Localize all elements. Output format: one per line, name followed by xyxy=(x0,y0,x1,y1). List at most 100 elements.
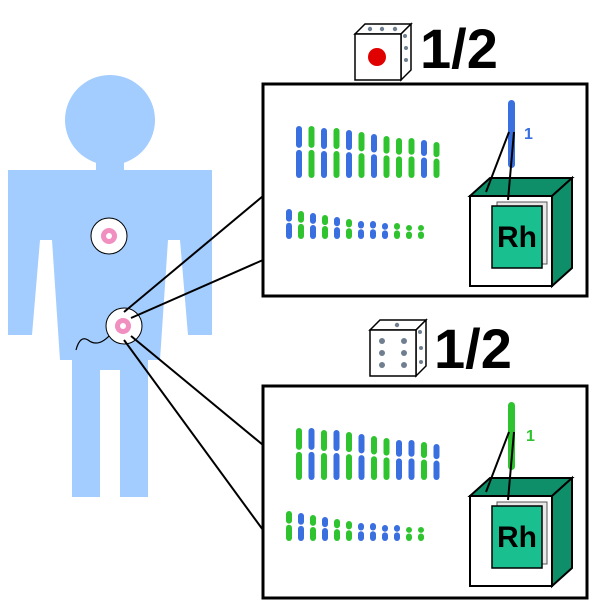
chromosome xyxy=(286,524,292,541)
chromosome xyxy=(346,454,352,480)
chromosome xyxy=(358,132,365,152)
chromosome xyxy=(321,128,327,149)
chromosome xyxy=(296,428,302,450)
chromosome xyxy=(371,436,377,455)
zoom-lines-bottom xyxy=(485,431,515,501)
chromosome xyxy=(433,142,440,158)
chromosome xyxy=(298,223,304,239)
chromosome xyxy=(371,134,377,153)
chromosome xyxy=(358,434,365,454)
chromosome xyxy=(396,138,402,155)
chromosome xyxy=(408,138,415,155)
chromosomes-top-row1 xyxy=(296,126,440,178)
chromosome xyxy=(321,453,327,480)
chromosome xyxy=(358,153,365,178)
chromosome xyxy=(358,523,364,531)
chromosome xyxy=(382,532,388,541)
chromosome xyxy=(421,442,427,458)
chromosome xyxy=(421,140,427,156)
chromosome xyxy=(333,151,340,178)
rh-locus-box-top: Rh xyxy=(467,175,575,289)
chromosome xyxy=(346,530,352,541)
chromosome xyxy=(383,438,390,456)
chromosome xyxy=(396,440,402,457)
chromosome xyxy=(346,130,352,151)
chromosome xyxy=(308,149,315,178)
chromosome xyxy=(418,533,424,541)
chromosome xyxy=(370,523,376,531)
die-six-icon xyxy=(368,318,428,378)
connector-lines xyxy=(123,195,264,531)
chromosome xyxy=(382,230,388,239)
probability-top: 1/2 xyxy=(420,17,498,80)
chromosome xyxy=(406,225,412,231)
chromosome xyxy=(334,529,340,541)
probability-bottom: 1/2 xyxy=(434,317,512,380)
chromosome xyxy=(308,126,315,148)
chromosome xyxy=(394,532,400,541)
chromosome xyxy=(370,229,376,239)
chromosome xyxy=(358,531,364,541)
chromosome xyxy=(333,128,340,149)
chromosome xyxy=(333,430,340,451)
chromosome xyxy=(286,209,292,222)
chromosome xyxy=(346,152,352,178)
chromosome xyxy=(408,440,415,457)
upper-cell xyxy=(90,217,128,255)
rh-label-bottom: Rh xyxy=(497,521,537,554)
chromosome-1-bottom xyxy=(508,402,515,470)
chromosome xyxy=(418,231,424,239)
chromosome xyxy=(396,458,402,480)
chromosome xyxy=(322,226,328,239)
chromosome xyxy=(406,231,412,239)
chromosome xyxy=(370,221,376,229)
chromosome xyxy=(334,519,340,529)
chromosome xyxy=(382,223,388,230)
chromosome xyxy=(406,527,412,533)
chromosome xyxy=(394,525,400,532)
chromosome xyxy=(298,211,304,223)
chromosome xyxy=(286,222,292,239)
chromosome xyxy=(408,458,415,480)
die-red-dot-icon xyxy=(353,22,413,82)
chromosome xyxy=(358,221,364,229)
chromosome xyxy=(396,156,402,178)
chromosome xyxy=(421,157,427,178)
chromosome xyxy=(383,136,390,154)
chromosome xyxy=(296,126,302,148)
chromosome xyxy=(394,230,400,239)
chromosome xyxy=(310,224,316,239)
chromosome xyxy=(322,517,328,528)
chromosome xyxy=(310,213,316,224)
chromosome xyxy=(308,451,315,480)
chromosome xyxy=(408,156,415,178)
chromosome xyxy=(382,525,388,532)
chromosome xyxy=(298,513,304,525)
chromosome xyxy=(322,528,328,541)
chromosome xyxy=(310,526,316,541)
chromosome xyxy=(310,515,316,526)
chromosome xyxy=(346,219,352,228)
chromosomes-bottom-row2 xyxy=(286,511,424,541)
chromosome xyxy=(296,149,302,178)
chromosome xyxy=(383,457,390,480)
chromosome xyxy=(406,533,412,541)
chromosome-label-top: 1 xyxy=(524,126,533,143)
chromosomes-top-row2 xyxy=(286,209,424,239)
chromosome xyxy=(346,521,352,530)
chromosome xyxy=(321,151,327,178)
chromosome xyxy=(334,227,340,239)
chromosome xyxy=(371,456,377,480)
chromosome xyxy=(298,525,304,541)
chromosome xyxy=(346,228,352,239)
zoom-lines-top xyxy=(485,131,515,201)
chromosomes-bottom-row1 xyxy=(296,428,440,480)
chromosome xyxy=(433,444,440,460)
chromosome xyxy=(433,460,440,480)
chromosome xyxy=(308,428,315,450)
chromosome xyxy=(333,453,340,480)
chromosome xyxy=(371,154,377,178)
chromosome xyxy=(358,229,364,239)
chromosome xyxy=(321,430,327,451)
